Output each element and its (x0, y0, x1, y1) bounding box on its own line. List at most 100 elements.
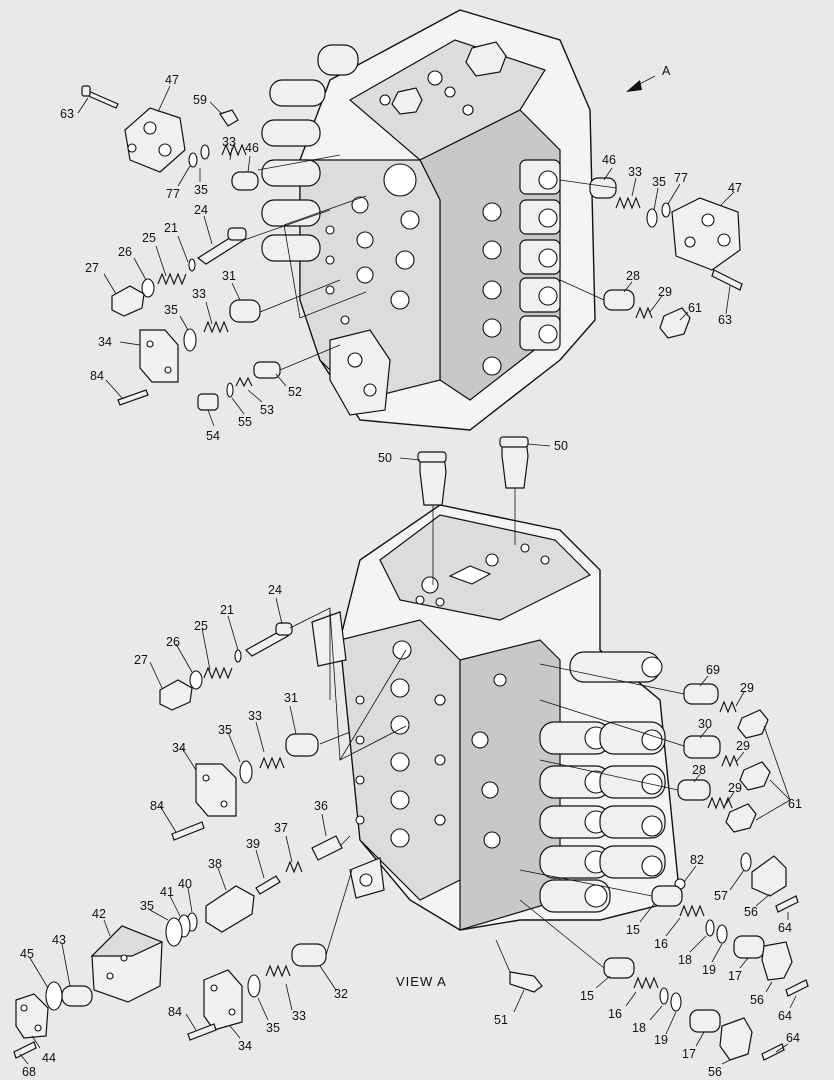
callout-54: 54 (206, 429, 220, 443)
callout-21: 21 (220, 603, 234, 617)
callout-17a: 17 (728, 969, 742, 983)
callout-56b: 56 (750, 993, 764, 1007)
callout-28: 28 (626, 269, 640, 283)
callout-34a: 34 (172, 741, 186, 755)
callout-25: 25 (142, 231, 156, 245)
callout-35c: 35 (266, 1021, 280, 1035)
callout-30: 30 (698, 717, 712, 731)
callout-34b: 34 (238, 1039, 252, 1053)
callout-33c: 33 (628, 165, 642, 179)
callout-37: 37 (274, 821, 288, 835)
callout-47b: 47 (728, 181, 742, 195)
callout-50b: 50 (554, 439, 568, 453)
callout-68: 68 (22, 1065, 36, 1079)
callout-27: 27 (134, 653, 148, 667)
callout-39: 39 (246, 837, 260, 851)
callout-25: 25 (194, 619, 208, 633)
callout-57: 57 (714, 889, 728, 903)
callout-38: 38 (208, 857, 222, 871)
callout-63: 63 (60, 107, 74, 121)
callout-42: 42 (92, 907, 106, 921)
callout-56c: 56 (708, 1065, 722, 1079)
callout-35b: 35 (164, 303, 178, 317)
callout-46: 46 (245, 141, 259, 155)
callout-33a: 33 (248, 709, 262, 723)
callout-84a: 84 (150, 799, 164, 813)
callout-29a: 29 (740, 681, 754, 695)
callout-33b: 33 (192, 287, 206, 301)
callout-46b: 46 (602, 153, 616, 167)
callout-50a: 50 (378, 451, 392, 465)
callout-31: 31 (222, 269, 236, 283)
callout-52: 52 (288, 385, 302, 399)
top-valve-block (261, 9, 596, 431)
callout-21: 21 (164, 221, 178, 235)
callout-84: 84 (90, 369, 104, 383)
callout-64c: 64 (786, 1031, 800, 1045)
callout-77b: 77 (674, 171, 688, 185)
callout-24: 24 (194, 203, 208, 217)
callout-18b: 18 (632, 1021, 646, 1035)
arrow-label: A (662, 64, 671, 78)
callout-53: 53 (260, 403, 274, 417)
callout-31: 31 (284, 691, 298, 705)
callout-15b: 15 (580, 989, 594, 1003)
callout-59: 59 (193, 93, 207, 107)
callout-40: 40 (178, 877, 192, 891)
callout-26: 26 (118, 245, 132, 259)
callout-61: 61 (688, 301, 702, 315)
callout-26: 26 (166, 635, 180, 649)
bottom-callouts: 50 50 24 21 26 25 27 31 33 35 34 84 36 3… (20, 439, 802, 1079)
view-direction-arrow: A (626, 64, 671, 92)
callout-24: 24 (268, 583, 282, 597)
callout-55: 55 (238, 415, 252, 429)
top-callouts: 63 47 59 33 46 35 77 24 21 25 26 27 31 3… (60, 73, 742, 443)
callout-43: 43 (52, 933, 66, 947)
callout-84b: 84 (168, 1005, 182, 1019)
bottom-right-parts (603, 683, 809, 1061)
callout-19b: 19 (654, 1033, 668, 1047)
callout-28: 28 (692, 763, 706, 777)
top-leader-lines (77, 85, 735, 427)
callout-51: 51 (494, 1013, 508, 1027)
callout-32: 32 (334, 987, 348, 1001)
callout-16b: 16 (608, 1007, 622, 1021)
callout-19a: 19 (702, 963, 716, 977)
callout-41: 41 (160, 885, 174, 899)
callout-35a: 35 (218, 723, 232, 737)
callout-15a: 15 (626, 923, 640, 937)
callout-16a: 16 (654, 937, 668, 951)
callout-69: 69 (706, 663, 720, 677)
callout-36: 36 (314, 799, 328, 813)
callout-61: 61 (788, 797, 802, 811)
callout-29b: 29 (736, 739, 750, 753)
callout-63b: 63 (718, 313, 732, 327)
callout-35: 35 (194, 183, 208, 197)
bottom-leader-lines (19, 443, 797, 1065)
top-right-parts (589, 177, 743, 339)
callout-77: 77 (166, 187, 180, 201)
callout-33b: 33 (292, 1009, 306, 1023)
callout-64b: 64 (778, 1009, 792, 1023)
callout-18a: 18 (678, 953, 692, 967)
relief-valves-50 (417, 436, 529, 585)
callout-45: 45 (20, 947, 34, 961)
bottom-valve-block (311, 504, 681, 931)
callout-34: 34 (98, 335, 112, 349)
callout-17b: 17 (682, 1047, 696, 1061)
callout-33: 33 (222, 135, 236, 149)
callout-82: 82 (690, 853, 704, 867)
callout-56a: 56 (744, 905, 758, 919)
callout-35c: 35 (652, 175, 666, 189)
callout-29: 29 (658, 285, 672, 299)
top-left-parts (81, 85, 281, 411)
view-a-label: VIEW A (396, 974, 447, 989)
callout-44: 44 (42, 1051, 56, 1065)
callout-29c: 29 (728, 781, 742, 795)
callout-35b: 35 (140, 899, 154, 913)
callout-64a: 64 (778, 921, 792, 935)
bottom-left-parts (13, 622, 543, 1059)
callout-27: 27 (85, 261, 99, 275)
callout-47: 47 (165, 73, 179, 87)
